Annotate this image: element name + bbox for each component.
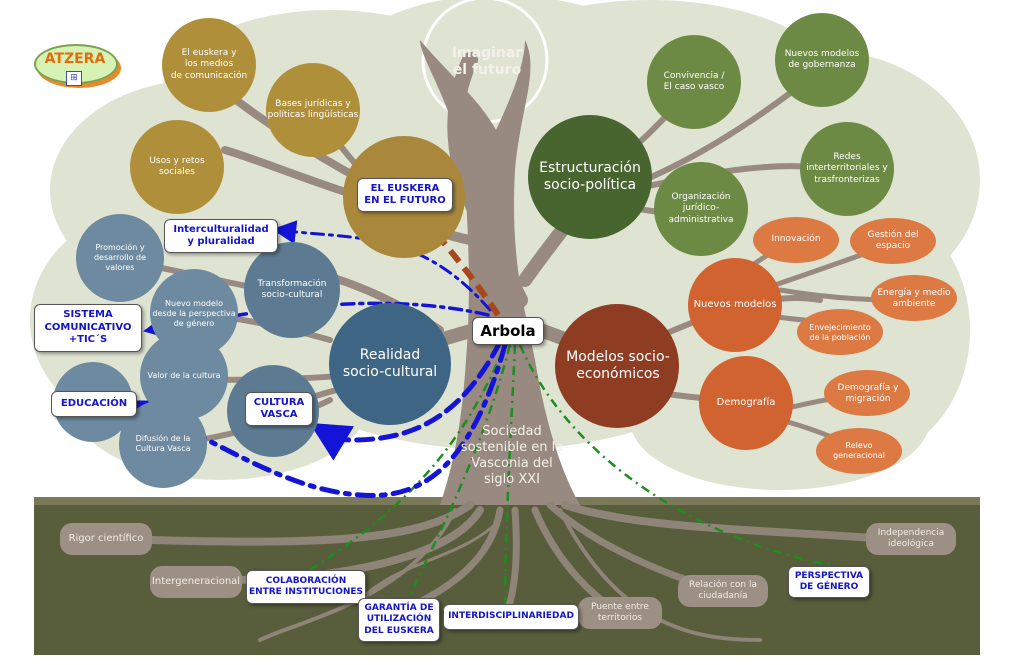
root-intergeneracional: Intergeneracional (150, 566, 242, 598)
link-educacion[interactable]: EDUCACIÓN (51, 391, 137, 417)
label-nuevos-modelos: Nuevos modelos (693, 298, 777, 310)
circle-valor-cultura (140, 332, 228, 420)
link-colaboracion[interactable]: COLABORACIÓN ENTRE INSTITUCIONES (246, 570, 366, 604)
link-sistema-comunicativo[interactable]: SISTEMA COMUNICATIVO +TIC´S (34, 304, 142, 352)
label-energia: Energía y medio ambiente (877, 287, 951, 309)
label-difusion: Difusión de la Cultura Vasca (135, 434, 191, 453)
circle-modelos-socio (555, 304, 679, 428)
label-transformacion: Transformación socio-cultural (257, 278, 327, 300)
circle-nuevos-modelos (688, 258, 782, 352)
circle-envejecimiento (797, 309, 883, 355)
circle-demografia (699, 356, 793, 450)
circle-transformacion (244, 242, 340, 338)
circle-gestion-espacio (850, 218, 936, 264)
root-independencia: Independencia ideológica (866, 523, 956, 555)
label-usos-retos: Usos y retos sociales (149, 155, 205, 177)
label-demografia-migracion: Demografía y migración (837, 382, 899, 404)
label-demografia: Demografía (716, 396, 776, 408)
green-arrows (309, 344, 831, 606)
label-valor-cultura: Valor de la cultura (147, 371, 221, 380)
label-innovacion: Innovación (771, 234, 821, 245)
circle-redes (800, 122, 894, 216)
link-interculturalidad[interactable]: Interculturalidad y pluralidad (164, 219, 278, 253)
topic-circles (53, 13, 957, 488)
circle-demografia-migracion (824, 370, 910, 416)
label-relevo: Relevo generacional (833, 441, 885, 460)
atzera-back-button[interactable]: ATZERA ⊞ (34, 44, 118, 86)
brown-arrow (421, 215, 501, 317)
label-organizacion: Organización jurídico- administrativa (668, 192, 734, 225)
link-interdisciplinariedad[interactable]: INTERDISCIPLINARIEDAD (443, 604, 579, 630)
label-gestion-espacio: Gestión del espacio (867, 229, 919, 251)
circle-euskera-medios (162, 18, 256, 112)
circle-realidad (329, 303, 451, 425)
circle-bases-juridicas (266, 63, 360, 157)
sitemap-icon: ⊞ (66, 71, 82, 86)
arbola-box[interactable]: Arbola (472, 317, 544, 345)
tree-trunk (420, 40, 580, 505)
circle-estructuracion (528, 115, 652, 239)
label-realidad: Realidad socio-cultural (342, 346, 438, 381)
label-estructuracion: Estructuración socio-política (539, 159, 641, 194)
label-bases-juridicas: Bases jurídicas y políticas lingüísticas (267, 98, 359, 120)
root-relacion: Relación con la ciudadanía (678, 575, 768, 607)
link-garantia[interactable]: GARANTÍA DE UTILIZACIÓN DEL EUSKERA (358, 598, 440, 642)
circle-organizacion (654, 162, 748, 256)
circle-innovacion (753, 217, 839, 263)
label-envejecimiento: Envejecimiento de la población (809, 323, 871, 342)
circle-nuevos-modelos-gob (775, 13, 869, 107)
atzera-label: ATZERA (44, 51, 106, 67)
label-convivencia: Convivencia / El caso vasco (663, 70, 725, 92)
circle-energia (871, 275, 957, 321)
label-nuevos-modelos-gob: Nuevos modelos de gobernanza (784, 48, 860, 70)
label-modelos-socio: Modelos socio- económicos (566, 348, 670, 383)
circle-convivencia (647, 35, 741, 129)
root-rigor: Rigor científico (60, 523, 152, 555)
label-euskera-medios: El euskera y los medios de comunicación (170, 48, 248, 81)
trunk-imaginar-label: Imaginar el futuro (451, 44, 523, 79)
trunk-sociedad-label: Sociedad sostenible en la Vasconia del s… (460, 423, 564, 488)
circle-difusion (119, 400, 207, 488)
link-cultura-vasca[interactable]: CULTURA VASCA (245, 392, 313, 426)
circle-usos-retos (130, 120, 224, 214)
link-el-euskera-futuro[interactable]: EL EUSKERA EN EL FUTURO (357, 178, 453, 212)
circle-promocion (76, 214, 164, 302)
label-redes: Redes interterritoriales y trasfronteriz… (806, 152, 888, 185)
link-perspectiva-genero[interactable]: PERSPECTIVA DE GÉNERO (788, 566, 870, 598)
root-puente: Puente entre territorios (578, 597, 662, 629)
label-promocion: Promoción y desarrollo de valores (93, 243, 147, 272)
circle-relevo (816, 428, 902, 474)
label-nuevo-modelo-genero: Nuevo modelo desde la perspectiva de gén… (152, 299, 236, 328)
